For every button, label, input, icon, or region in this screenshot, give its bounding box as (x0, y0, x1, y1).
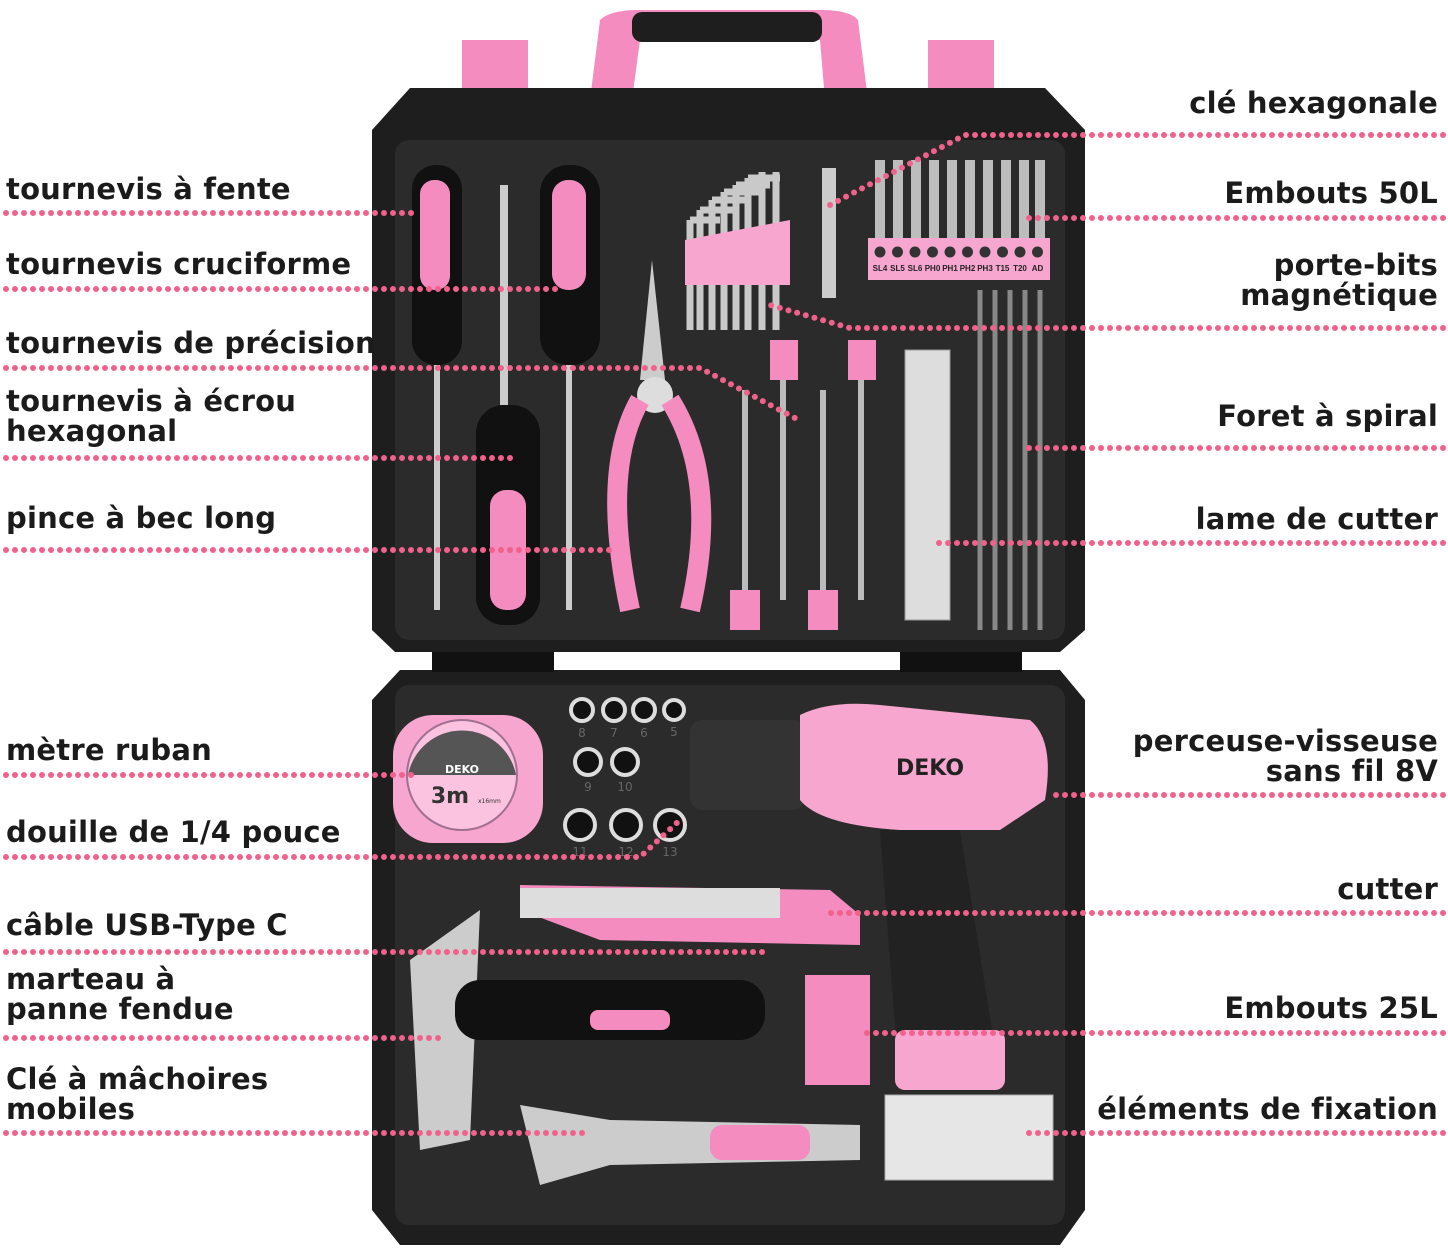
bit-code: AD (1032, 264, 1044, 273)
bit-code: T20 (1013, 264, 1027, 273)
cutter-blades (904, 349, 951, 621)
hinge-right (900, 652, 1022, 672)
bit-symbol (909, 246, 921, 258)
socket-size: 6 (640, 726, 648, 740)
bit-code: PH1 (942, 264, 958, 273)
socket-size: 5 (670, 725, 678, 739)
tape-length: 3m (431, 784, 469, 809)
tape-brand: DEKO (445, 763, 479, 776)
label-long-nose-pliers: pince à bec long (6, 501, 277, 535)
utility-knife (520, 885, 860, 945)
label-phillips-screwdriver: tournevis cruciforme (6, 247, 352, 281)
bit-symbol (927, 246, 938, 258)
cordless-drill: DEKO (690, 703, 1048, 1090)
hinge-left (432, 652, 554, 672)
label-bits-25l: Embouts 25L (1224, 991, 1438, 1025)
socket-size: 8 (578, 726, 586, 740)
bit-symbol (944, 246, 956, 258)
magnetic-bit-holder (822, 168, 836, 298)
precision-screwdrivers (730, 340, 876, 630)
socket-size: 12 (618, 845, 633, 859)
tape-measure: DEKO 3m x16mm (393, 715, 543, 843)
leader-line-hex-key (827, 132, 1446, 208)
spiral-drill-bits (977, 290, 1043, 630)
socket (569, 697, 595, 723)
socket (609, 808, 643, 842)
socket (573, 747, 603, 777)
leader-line-bit-holder (767, 302, 1446, 331)
bit-symbol (1014, 246, 1026, 258)
bit-code: PH0 (925, 264, 941, 273)
socket (563, 808, 597, 842)
label-tape-measure: mètre ruban (6, 733, 212, 767)
long-nose-pliers (607, 260, 712, 613)
bit-symbol (1032, 246, 1043, 258)
label-usb-cable: câble USB-Type C (6, 908, 288, 942)
label-drill-bits: Foret à spiral (1217, 399, 1438, 433)
bit-code: PH2 (960, 264, 976, 273)
bit-symbol (892, 246, 903, 258)
bit-code: SL4 (873, 264, 888, 273)
claw-hammer (410, 910, 765, 1150)
socket (662, 698, 686, 722)
label-hex-key: clé hexagonale (1189, 86, 1438, 120)
bit-symbol (997, 246, 1008, 258)
label-socket: douille de 1/4 pouce (6, 815, 341, 849)
fasteners-box (884, 1094, 1054, 1181)
bit-code: T15 (996, 264, 1010, 273)
socket-size: 9 (584, 780, 592, 794)
tape-width: x16mm (478, 798, 501, 805)
label-cutter: cutter (1337, 872, 1438, 906)
socket-size: 10 (617, 780, 632, 794)
leader-line-precision (3, 365, 798, 421)
socket (631, 697, 657, 723)
bit-set-25l (805, 975, 870, 1085)
bit-code: PH3 (977, 264, 993, 273)
adjustable-wrench (520, 1105, 860, 1185)
bit-code: SL6 (908, 264, 923, 273)
label-bits-50l: Embouts 50L (1224, 176, 1438, 210)
socket (653, 808, 687, 842)
label-fasteners: éléments de fixation (1097, 1092, 1438, 1126)
bit-symbol (962, 246, 973, 258)
case-handle (590, 10, 868, 100)
socket (601, 697, 627, 723)
label-precision-screwdriver: tournevis de précision (6, 326, 376, 360)
bit-symbol (874, 246, 886, 258)
drill-brand: DEKO (896, 756, 964, 781)
bit-symbol (979, 246, 991, 258)
bit-code: SL5 (890, 264, 905, 273)
socket-size: 7 (610, 726, 618, 740)
label-slotted-screwdriver: tournevis à fente (6, 172, 291, 206)
socket-size: 13 (662, 845, 677, 859)
socket (610, 747, 640, 777)
label-cutter-blade: lame de cutter (1195, 502, 1438, 536)
